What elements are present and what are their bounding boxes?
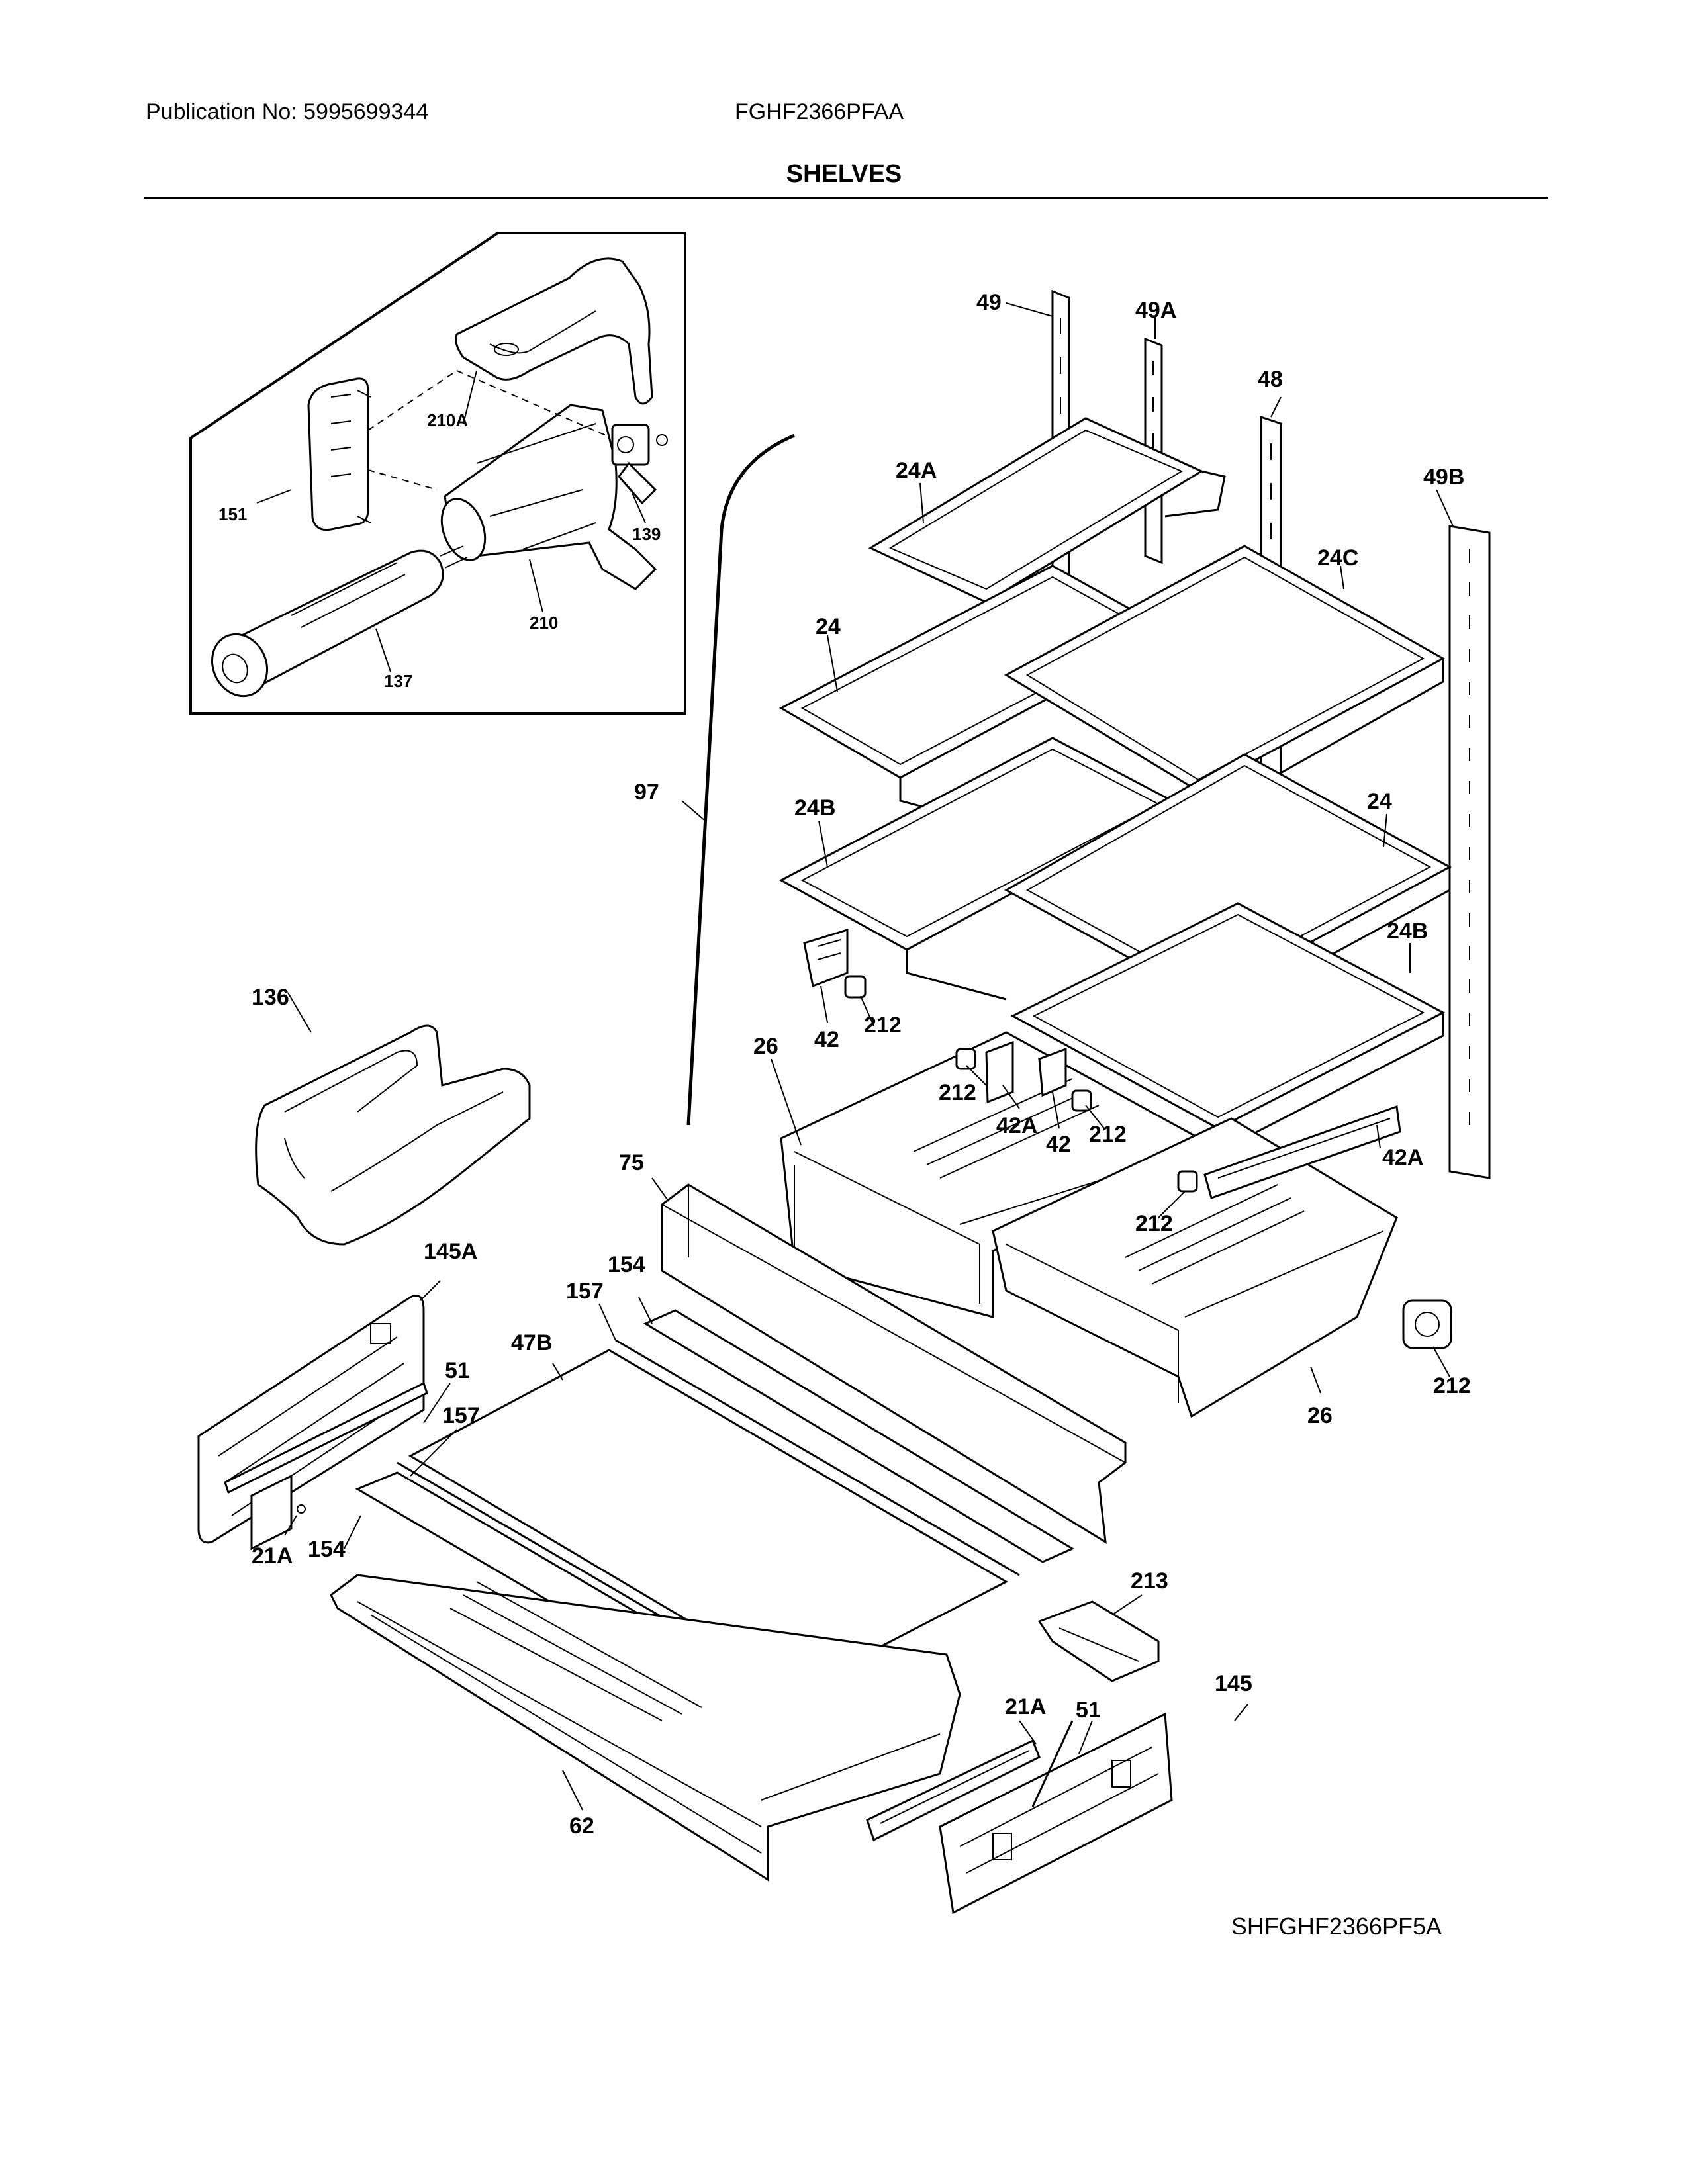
clip-212-b bbox=[955, 1048, 976, 1070]
deli-drawer-handle-136 bbox=[255, 1024, 531, 1246]
label-97: 97 bbox=[634, 780, 659, 805]
label-49B: 49B bbox=[1423, 465, 1464, 490]
diagram-reference-code: SHFGHF2366PF5A bbox=[1231, 1913, 1442, 1940]
label-136: 136 bbox=[252, 985, 289, 1010]
label-24C: 24C bbox=[1317, 545, 1358, 570]
end-cap-145 bbox=[939, 1712, 1173, 1915]
label-24-right: 24 bbox=[1367, 789, 1392, 814]
label-24A: 24A bbox=[896, 458, 937, 483]
leader-lines bbox=[284, 302, 1454, 1811]
model-number: FGHF2366PFAA bbox=[735, 99, 904, 124]
label-26-right: 26 bbox=[1307, 1403, 1333, 1428]
seal-157-top bbox=[615, 1339, 1020, 1576]
filter-housing-top-210A bbox=[455, 257, 653, 405]
label-145A: 145A bbox=[424, 1239, 477, 1264]
pantry-drawer-62 bbox=[330, 1574, 961, 1882]
label-42-mid: 42 bbox=[1046, 1132, 1071, 1157]
water-tube-97 bbox=[686, 433, 795, 1126]
label-212-d: 212 bbox=[1135, 1211, 1173, 1236]
bracket-42-left bbox=[803, 928, 849, 988]
header-rule bbox=[144, 197, 1548, 199]
label-154-top: 154 bbox=[608, 1252, 645, 1277]
shelf-24B-right bbox=[1010, 902, 1446, 1140]
stiffener-51-right bbox=[1031, 1720, 1074, 1807]
label-212-e: 212 bbox=[1433, 1373, 1471, 1398]
cover-47B bbox=[408, 1349, 1009, 1689]
label-51-left: 51 bbox=[445, 1358, 470, 1383]
filter-housing-210 bbox=[440, 404, 657, 590]
shelf-24A bbox=[868, 417, 1226, 604]
label-213: 213 bbox=[1131, 1569, 1168, 1594]
label-26-left: 26 bbox=[753, 1034, 778, 1059]
label-212-c: 212 bbox=[1089, 1122, 1127, 1147]
divider-75 bbox=[661, 1183, 1127, 1544]
label-48: 48 bbox=[1258, 367, 1283, 392]
crisper-bin-26-right bbox=[992, 1117, 1398, 1418]
label-inset-137: 137 bbox=[384, 671, 412, 691]
page-title: SHELVES bbox=[786, 160, 902, 188]
label-157-mid: 157 bbox=[442, 1403, 480, 1428]
label-inset-210A: 210A bbox=[427, 410, 468, 430]
filter-cover-151 bbox=[307, 377, 371, 531]
filter-cartridge-137 bbox=[211, 545, 468, 698]
label-49A: 49A bbox=[1135, 298, 1176, 323]
label-212-a: 212 bbox=[864, 1013, 902, 1038]
label-inset-210: 210 bbox=[530, 613, 558, 633]
label-157-top: 157 bbox=[566, 1279, 604, 1304]
rail-154-top bbox=[643, 1309, 1075, 1563]
label-24-top: 24 bbox=[816, 614, 841, 639]
shelf-24C bbox=[1004, 545, 1446, 802]
label-145: 145 bbox=[1215, 1671, 1252, 1696]
hinge-213 bbox=[1037, 1600, 1160, 1682]
end-strip-21A-right bbox=[866, 1739, 1041, 1842]
stiffener-51-left bbox=[224, 1381, 428, 1494]
label-21A-left: 21A bbox=[252, 1543, 293, 1569]
label-24B-left: 24B bbox=[794, 796, 835, 821]
label-62: 62 bbox=[569, 1813, 594, 1839]
label-24B-right: 24B bbox=[1387, 919, 1428, 944]
label-75: 75 bbox=[619, 1150, 644, 1175]
label-42A-right: 42A bbox=[1382, 1145, 1423, 1170]
end-strip-21A-left bbox=[250, 1474, 306, 1551]
label-42A-left: 42A bbox=[996, 1113, 1037, 1138]
shelf-rail-49B bbox=[1448, 525, 1491, 1179]
label-154-left: 154 bbox=[308, 1537, 346, 1562]
label-inset-139: 139 bbox=[632, 524, 661, 544]
valve-139 bbox=[611, 424, 668, 505]
label-inset-151: 151 bbox=[218, 504, 247, 524]
label-51-right: 51 bbox=[1076, 1698, 1101, 1723]
publication-number: Publication No: 5995699344 bbox=[146, 99, 429, 124]
clip-212-e bbox=[1402, 1299, 1452, 1349]
label-21A-right: 21A bbox=[1005, 1694, 1046, 1719]
label-47B: 47B bbox=[511, 1330, 552, 1355]
label-212-b: 212 bbox=[939, 1080, 976, 1105]
clip-212-a bbox=[844, 975, 867, 999]
water-filter-inset: 151 210A 139 210 137 bbox=[189, 232, 686, 715]
label-42-left: 42 bbox=[814, 1027, 839, 1052]
label-49: 49 bbox=[976, 290, 1002, 315]
clip-212-d bbox=[1177, 1170, 1198, 1193]
bracket-42A-left bbox=[985, 1040, 1014, 1104]
rail-42A-right bbox=[1203, 1105, 1401, 1199]
bracket-42-mid bbox=[1038, 1047, 1067, 1097]
